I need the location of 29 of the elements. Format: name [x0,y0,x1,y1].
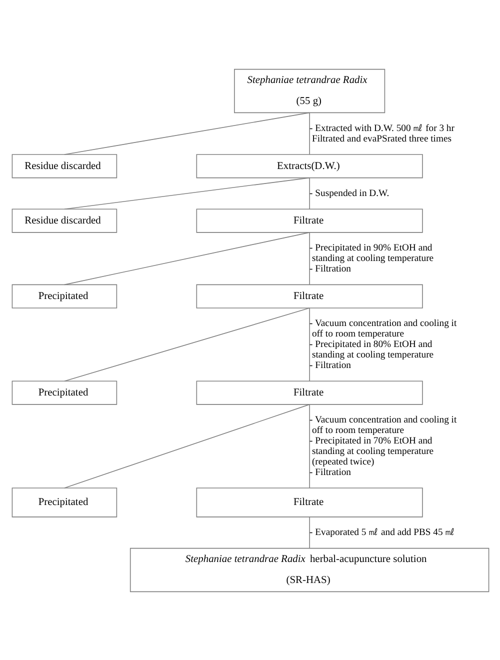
connector [64,176,310,210]
connector [308,404,310,488]
connector [64,232,310,285]
node-box: Residue discarded [11,154,117,178]
edge-label: - Extracted with D.W. 500 ㎖ for 3 hr Filtrated and evaPSrated three times [309,122,454,144]
node-box: Filtrate [196,208,422,232]
node-box: Filtrate [196,487,422,517]
connector [308,307,310,382]
node-box: Stephaniae tetrandrae Radix (55 g) [234,68,385,113]
node-box: Filtrate [196,380,422,404]
connector [308,176,310,210]
node-box: Filtrate [196,284,422,308]
connector [64,307,310,382]
edge-label: - Suspended in D.W. [309,187,389,198]
node-box: Extracts(D.W.) [196,154,422,178]
edge-label: - Vacuum concentration and cooling it off to room temperature - Precipitated in 70% EtOH and standing at cooling temperature (repeated twice) - Filtration [309,414,456,478]
node-box: Precipitated [11,487,117,517]
node-box: Residue discarded [11,208,117,232]
connector [64,404,310,488]
edge-label: - Evaporated 5 ㎖ and add PBS 45 ㎖ [309,526,455,538]
connector [64,112,310,154]
edge-label: - Vacuum concentration and cooling it off to room temperature - Precipitated in 80% EtOH and standing at cooling temperature - Filtration [309,318,456,370]
connector [308,516,310,548]
connector [308,232,310,285]
connector [308,112,310,154]
node-box: Precipitated [11,380,117,404]
node-box: Stephaniae tetrandrae Radix herbal-acupuncture solution (SR-HAS) [129,547,489,592]
node-box: Precipitated [11,284,117,308]
edge-label: - Precipitated in 90% EtOH and standing at cooling temperature - Filtration [309,242,434,274]
